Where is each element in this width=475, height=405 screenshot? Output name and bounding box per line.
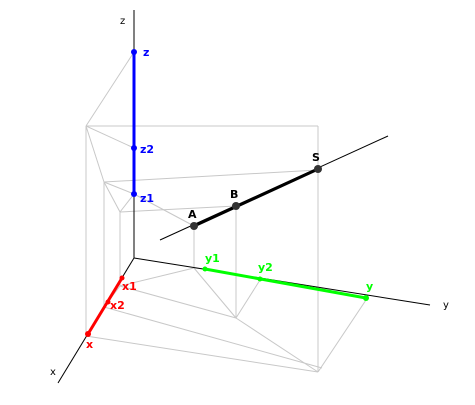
label-x: x (86, 338, 93, 351)
points (85, 49, 369, 337)
box-edge (85, 125, 105, 183)
box-edge (119, 285, 237, 319)
label-y: y (366, 280, 373, 293)
label-y1: y1 (205, 252, 220, 265)
box-edge (85, 335, 319, 373)
box-edge (119, 193, 135, 213)
point-y2 (257, 276, 263, 282)
box-edge (193, 267, 237, 319)
label-x1: x1 (122, 280, 137, 293)
point-x1 (119, 275, 125, 281)
point-s (314, 165, 322, 173)
x-projection-segment (86, 277, 124, 335)
label-y2: y2 (258, 261, 273, 274)
box-edge (119, 267, 195, 287)
point-y (363, 295, 369, 301)
label-b: B (230, 188, 238, 201)
box-edge (103, 181, 135, 195)
labels: z x y z z2 z1 x1 x2 x y1 y2 y A B S (50, 16, 449, 378)
box-edge (235, 279, 261, 319)
box-edge (85, 125, 135, 149)
point-y1 (202, 266, 208, 272)
label-z: z (143, 46, 149, 59)
box-edge (103, 181, 121, 213)
projection-segments (86, 52, 367, 335)
label-z2: z2 (140, 143, 154, 156)
axis-label-y: y (443, 300, 449, 311)
axis-label-z: z (120, 16, 125, 27)
y-projection-segment (204, 267, 367, 300)
point-a (190, 222, 198, 230)
box-edge (103, 169, 319, 183)
projection-box (85, 51, 367, 373)
label-x2: x2 (110, 299, 125, 312)
label-a: A (188, 208, 197, 221)
box-edge (103, 306, 323, 369)
box-edge (119, 205, 237, 213)
box-edge (235, 317, 319, 373)
point-x2 (105, 299, 111, 305)
label-z1: z1 (140, 192, 154, 205)
point-b (232, 202, 240, 210)
main-segment (193, 167, 319, 228)
point-z1 (131, 191, 137, 197)
point-x (85, 331, 91, 337)
label-s: S (312, 151, 320, 164)
box-edge (317, 299, 367, 373)
point-z (131, 49, 137, 55)
point-z2 (131, 145, 137, 151)
axis-label-x: x (50, 367, 56, 378)
box-edge (85, 51, 135, 127)
coordinate-axes (57, 10, 431, 384)
box-edge (133, 193, 195, 227)
